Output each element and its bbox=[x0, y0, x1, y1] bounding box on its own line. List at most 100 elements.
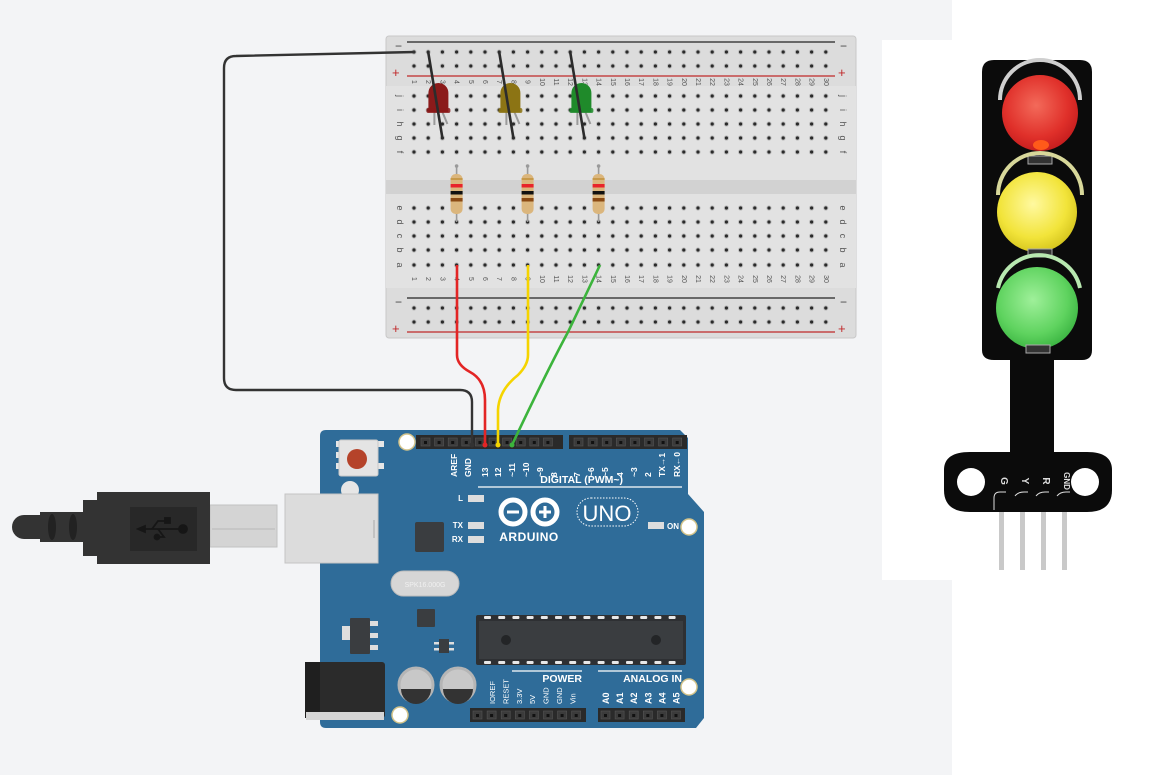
breadboard-hole[interactable] bbox=[809, 233, 815, 239]
breadboard-hole[interactable] bbox=[652, 219, 659, 225]
breadboard-hole[interactable] bbox=[667, 93, 673, 99]
breadboard-hole[interactable] bbox=[780, 247, 786, 253]
rail-hole[interactable] bbox=[610, 63, 616, 69]
rail-hole[interactable] bbox=[581, 305, 588, 311]
rail-hole[interactable] bbox=[638, 319, 644, 325]
breadboard-hole[interactable] bbox=[823, 107, 829, 113]
breadboard-hole[interactable] bbox=[752, 107, 758, 113]
breadboard-hole[interactable] bbox=[738, 205, 744, 211]
rail-hole[interactable] bbox=[681, 63, 687, 69]
breadboard-hole[interactable] bbox=[809, 135, 815, 141]
breadboard-hole[interactable] bbox=[539, 93, 545, 99]
breadboard-hole[interactable] bbox=[468, 262, 474, 268]
breadboard-hole[interactable] bbox=[539, 247, 545, 253]
breadboard-hole[interactable] bbox=[780, 107, 786, 113]
breadboard-hole[interactable] bbox=[596, 135, 602, 141]
breadboard-hole[interactable] bbox=[567, 135, 573, 141]
breadboard-hole[interactable] bbox=[567, 262, 573, 268]
breadboard-hole[interactable] bbox=[610, 247, 616, 253]
breadboard-hole[interactable] bbox=[766, 233, 772, 239]
rail-hole[interactable] bbox=[780, 305, 786, 311]
breadboard-hole[interactable] bbox=[482, 219, 488, 225]
breadboard-hole[interactable] bbox=[681, 149, 687, 155]
rail-hole[interactable] bbox=[809, 63, 815, 69]
jumper-wire[interactable] bbox=[568, 50, 586, 140]
breadboard-hole[interactable] bbox=[681, 93, 687, 99]
rail-hole[interactable] bbox=[482, 305, 488, 311]
breadboard-hole[interactable] bbox=[638, 262, 644, 268]
breadboard-hole[interactable] bbox=[638, 219, 644, 225]
rail-hole[interactable] bbox=[425, 319, 431, 325]
breadboard-hole[interactable] bbox=[539, 262, 545, 268]
rail-hole[interactable] bbox=[496, 305, 502, 311]
rail-hole[interactable] bbox=[780, 319, 786, 325]
breadboard-hole[interactable] bbox=[723, 149, 730, 155]
breadboard-hole[interactable] bbox=[425, 121, 431, 127]
breadboard-hole[interactable] bbox=[411, 93, 417, 99]
breadboard-hole[interactable] bbox=[468, 121, 474, 127]
breadboard-hole[interactable] bbox=[652, 93, 659, 99]
breadboard-hole[interactable] bbox=[652, 233, 659, 239]
breadboard-hole[interactable] bbox=[411, 149, 417, 155]
breadboard-hole[interactable] bbox=[752, 262, 758, 268]
breadboard-hole[interactable] bbox=[638, 107, 644, 113]
breadboard-hole[interactable] bbox=[766, 219, 772, 225]
rail-hole[interactable] bbox=[823, 305, 829, 311]
breadboard-hole[interactable] bbox=[695, 233, 701, 239]
rail-hole[interactable] bbox=[667, 49, 673, 55]
rail-hole[interactable] bbox=[738, 319, 744, 325]
breadboard-hole[interactable] bbox=[624, 247, 630, 253]
breadboard-hole[interactable] bbox=[681, 247, 687, 253]
breadboard-hole[interactable] bbox=[425, 135, 431, 141]
breadboard-hole[interactable] bbox=[638, 135, 644, 141]
breadboard-hole[interactable] bbox=[496, 135, 502, 141]
breadboard-hole[interactable] bbox=[567, 205, 573, 211]
breadboard-hole[interactable] bbox=[411, 262, 417, 268]
breadboard-hole[interactable] bbox=[482, 135, 488, 141]
breadboard-hole[interactable] bbox=[638, 149, 644, 155]
breadboard-hole[interactable] bbox=[723, 262, 730, 268]
rail-hole[interactable] bbox=[624, 305, 630, 311]
rail-hole[interactable] bbox=[468, 49, 474, 55]
breadboard-hole[interactable] bbox=[780, 262, 786, 268]
red-wire[interactable] bbox=[455, 265, 487, 445]
rail-hole[interactable] bbox=[652, 305, 659, 311]
rail-hole[interactable] bbox=[723, 319, 730, 325]
breadboard-hole[interactable] bbox=[667, 262, 673, 268]
breadboard-hole[interactable] bbox=[681, 219, 687, 225]
breadboard-hole[interactable] bbox=[752, 205, 758, 211]
rail-hole[interactable] bbox=[596, 305, 602, 311]
rail-hole[interactable] bbox=[510, 305, 517, 311]
rail-hole[interactable] bbox=[723, 63, 730, 69]
breadboard-hole[interactable] bbox=[766, 149, 772, 155]
breadboard-hole[interactable] bbox=[809, 247, 815, 253]
breadboard-hole[interactable] bbox=[823, 121, 829, 127]
rail-hole[interactable] bbox=[425, 305, 431, 311]
breadboard-hole[interactable] bbox=[539, 121, 545, 127]
breadboard-hole[interactable] bbox=[425, 262, 431, 268]
breadboard-hole[interactable] bbox=[794, 205, 801, 211]
breadboard-hole[interactable] bbox=[681, 135, 687, 141]
breadboard-hole[interactable] bbox=[468, 149, 474, 155]
rail-hole[interactable] bbox=[411, 63, 417, 69]
breadboard-hole[interactable] bbox=[425, 233, 431, 239]
breadboard-hole[interactable] bbox=[695, 149, 701, 155]
breadboard-hole[interactable] bbox=[766, 247, 772, 253]
breadboard-hole[interactable] bbox=[667, 219, 673, 225]
breadboard-hole[interactable] bbox=[738, 107, 744, 113]
rail-hole[interactable] bbox=[638, 49, 644, 55]
breadboard-hole[interactable] bbox=[610, 205, 616, 211]
breadboard-hole[interactable] bbox=[752, 247, 758, 253]
breadboard-hole[interactable] bbox=[539, 107, 545, 113]
breadboard-hole[interactable] bbox=[624, 149, 630, 155]
rail-hole[interactable] bbox=[667, 63, 673, 69]
breadboard-hole[interactable] bbox=[539, 135, 545, 141]
breadboard-hole[interactable] bbox=[809, 93, 815, 99]
breadboard-hole[interactable] bbox=[638, 205, 644, 211]
rail-hole[interactable] bbox=[610, 305, 616, 311]
breadboard-hole[interactable] bbox=[439, 219, 445, 225]
resistor[interactable] bbox=[450, 164, 463, 222]
rail-hole[interactable] bbox=[439, 305, 445, 311]
rail-hole[interactable] bbox=[752, 63, 758, 69]
breadboard-hole[interactable] bbox=[525, 135, 531, 141]
